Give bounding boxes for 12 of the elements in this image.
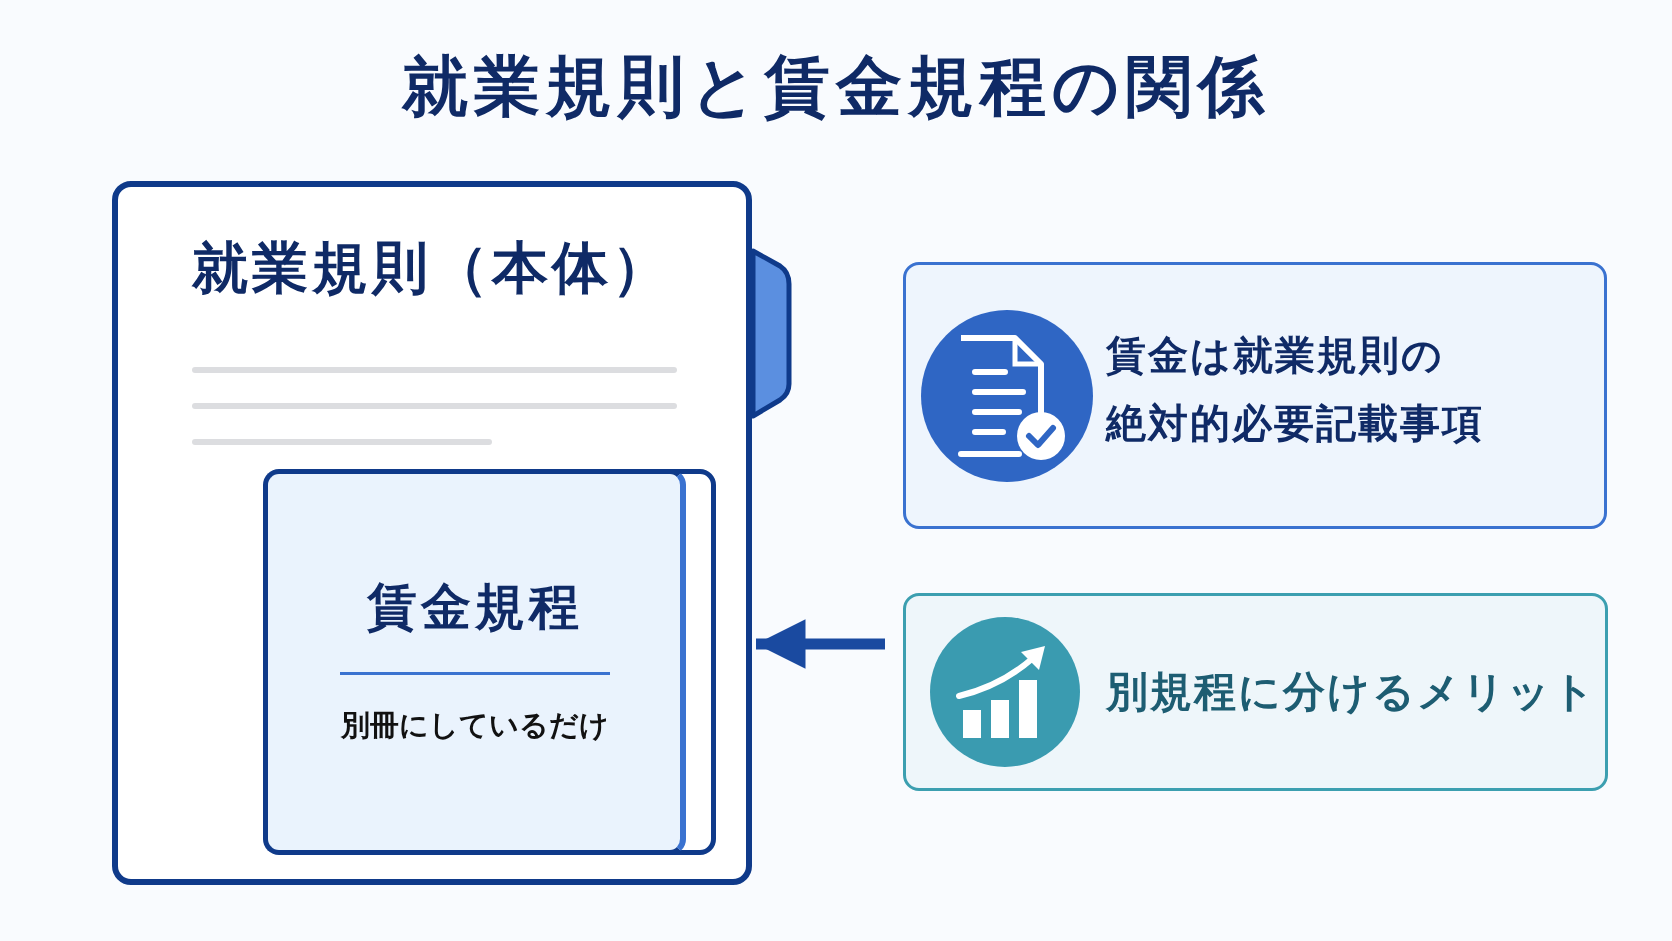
info-card [903, 262, 1607, 529]
document-heading: 賃金規程 [365, 577, 584, 638]
document-heading: 就業規則（本体） [192, 234, 672, 302]
info-text: 別規程に分けるメリット [1106, 666, 1597, 718]
info-text: 賃金は就業規則の絶対的必要記載事項 [1106, 331, 1484, 448]
diagram-title: 就業規則と賃金規程の関係 [400, 47, 1271, 127]
document-note: 別冊にしているだけ [339, 707, 610, 744]
document-stack-drawing [263, 469, 716, 855]
info-card [903, 593, 1608, 791]
arrow [756, 619, 885, 669]
index-tab [752, 248, 792, 420]
document-drawing [112, 181, 752, 885]
